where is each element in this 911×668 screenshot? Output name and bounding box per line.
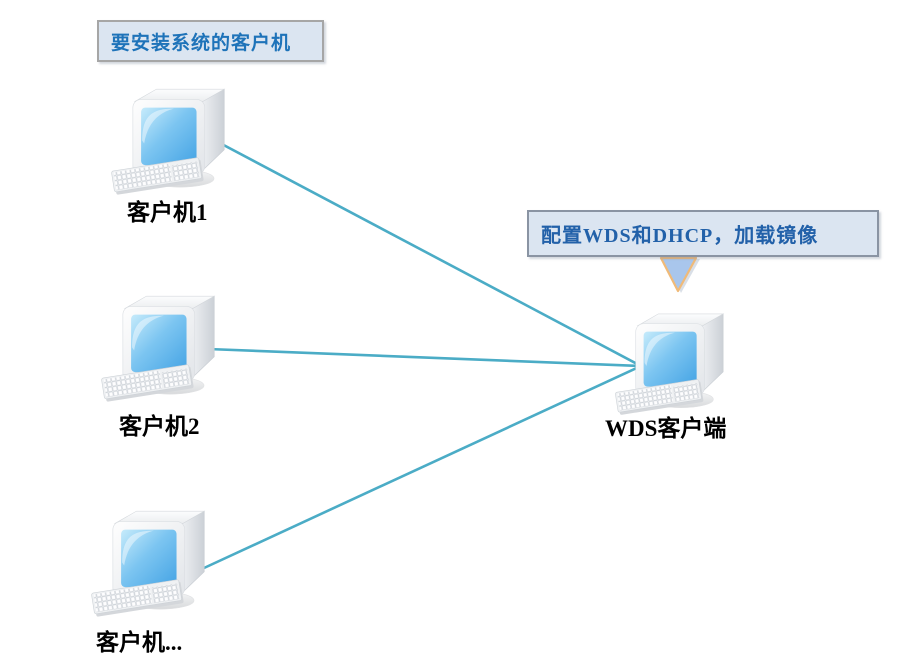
computer-icon-client2 xyxy=(100,295,215,403)
annotation-box-wds-config: 配置WDS和DHCP，加载镜像 xyxy=(527,210,879,257)
computer-icon-client1 xyxy=(110,88,225,196)
node-label-client3: 客户机... xyxy=(96,630,183,655)
node-label-client2: 客户机2 xyxy=(119,414,200,439)
computer-icons xyxy=(90,88,724,618)
annotation-box-clients-text: 要安装系统的客户机 xyxy=(111,32,292,54)
node-label-client1: 客户机1 xyxy=(127,200,208,225)
annotation-box-wds-config-text: 配置WDS和DHCP，加载镜像 xyxy=(541,225,819,247)
edge-client1-wds xyxy=(215,139,642,368)
edge-client3-wds xyxy=(203,364,642,570)
callout-arrow xyxy=(659,256,700,293)
triangle-down-pointer-icon xyxy=(659,256,698,293)
node-label-wds: WDS客户端 xyxy=(605,416,727,441)
computer-icon-client3 xyxy=(90,510,205,618)
annotation-box-clients: 要安装系统的客户机 xyxy=(97,20,324,62)
connection-lines xyxy=(203,139,642,570)
edge-client2-wds xyxy=(207,347,642,368)
